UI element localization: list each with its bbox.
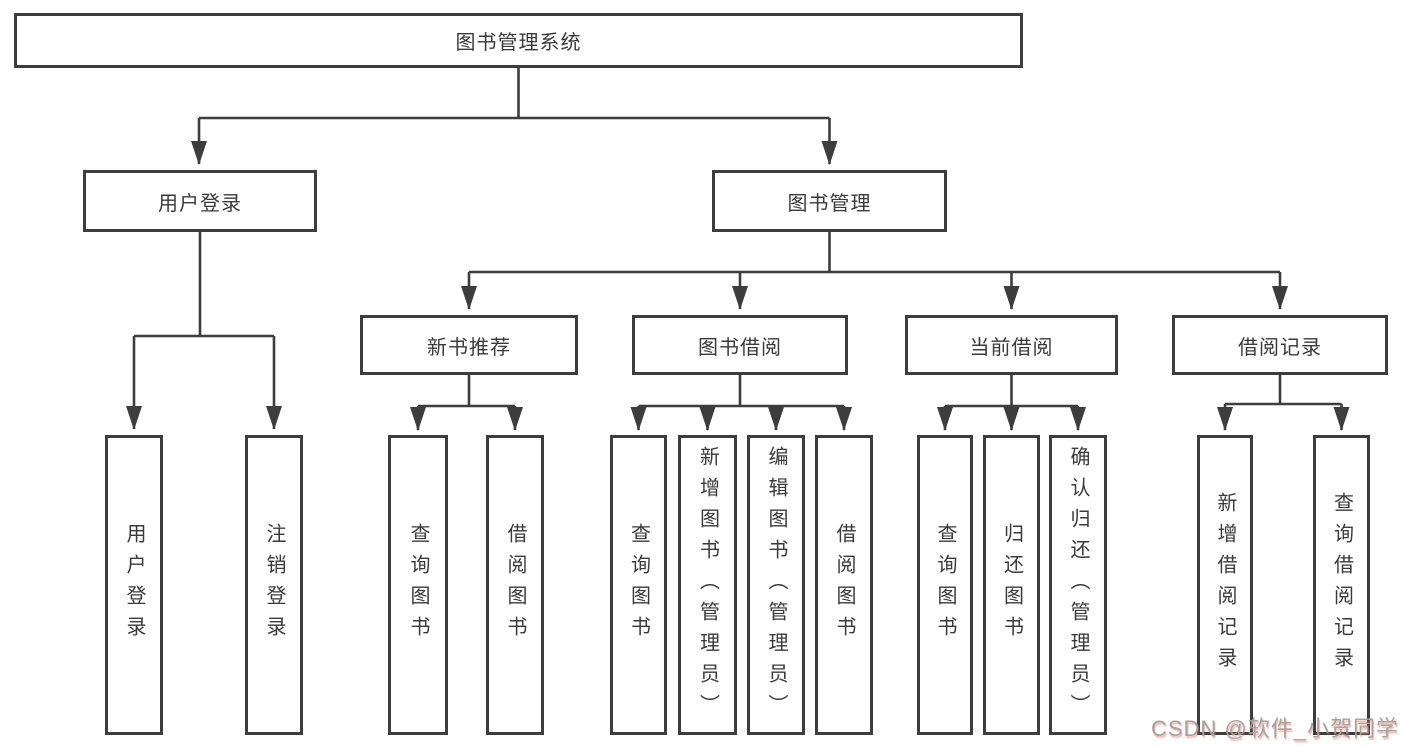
leaf-recommend-query-book: 查询图书 bbox=[388, 435, 448, 735]
leaf-record-add: 新增借阅记录 bbox=[1197, 435, 1253, 735]
leaf-borrow-borrow-book: 借阅图书 bbox=[815, 435, 873, 735]
leaf-recommend-query-book-label: 查询图书 bbox=[407, 523, 429, 647]
leaf-logout-login-label: 注销登录 bbox=[263, 523, 285, 647]
node-borrow-record: 借阅记录 bbox=[1172, 315, 1388, 375]
leaf-current-confirm-return-admin: 确认归还（管理员） bbox=[1049, 435, 1107, 735]
node-user-login: 用户登录 bbox=[83, 170, 317, 232]
leaf-borrow-query-book-label: 查询图书 bbox=[627, 523, 650, 647]
leaf-record-query-label: 查询借阅记录 bbox=[1330, 492, 1353, 678]
leaf-user-login-label: 用户登录 bbox=[123, 523, 145, 647]
leaf-borrow-add-book-admin-label: 新增图书（管理员） bbox=[696, 445, 719, 725]
leaf-borrow-add-book-admin: 新增图书（管理员） bbox=[678, 435, 737, 735]
node-current-borrow: 当前借阅 bbox=[905, 315, 1118, 375]
leaf-logout-login: 注销登录 bbox=[245, 435, 303, 735]
leaf-current-return-book-label: 归还图书 bbox=[1000, 523, 1023, 647]
node-book-management: 图书管理 bbox=[712, 170, 947, 232]
leaf-borrow-edit-book-admin: 编辑图书（管理员） bbox=[747, 435, 805, 735]
leaf-record-add-label: 新增借阅记录 bbox=[1214, 492, 1236, 678]
leaf-recommend-borrow-book-label: 借阅图书 bbox=[504, 523, 526, 647]
leaf-recommend-borrow-book: 借阅图书 bbox=[486, 435, 544, 735]
csdn-watermark: CSDN @软件_小贺同学 bbox=[1150, 716, 1399, 741]
leaf-user-login: 用户登录 bbox=[105, 435, 163, 735]
node-book-borrow: 图书借阅 bbox=[632, 315, 848, 375]
leaf-borrow-query-book: 查询图书 bbox=[610, 435, 667, 735]
leaf-current-query-book-label: 查询图书 bbox=[934, 523, 956, 647]
leaf-current-query-book: 查询图书 bbox=[917, 435, 973, 735]
node-new-book-recommend: 新书推荐 bbox=[360, 315, 578, 375]
node-root: 图书管理系统 bbox=[14, 13, 1023, 68]
leaf-borrow-borrow-book-label: 借阅图书 bbox=[833, 523, 855, 647]
leaf-current-confirm-return-admin-label: 确认归还（管理员） bbox=[1067, 445, 1089, 725]
leaf-current-return-book: 归还图书 bbox=[983, 435, 1040, 735]
leaf-borrow-edit-book-admin-label: 编辑图书（管理员） bbox=[765, 445, 787, 725]
leaf-record-query: 查询借阅记录 bbox=[1313, 435, 1370, 735]
